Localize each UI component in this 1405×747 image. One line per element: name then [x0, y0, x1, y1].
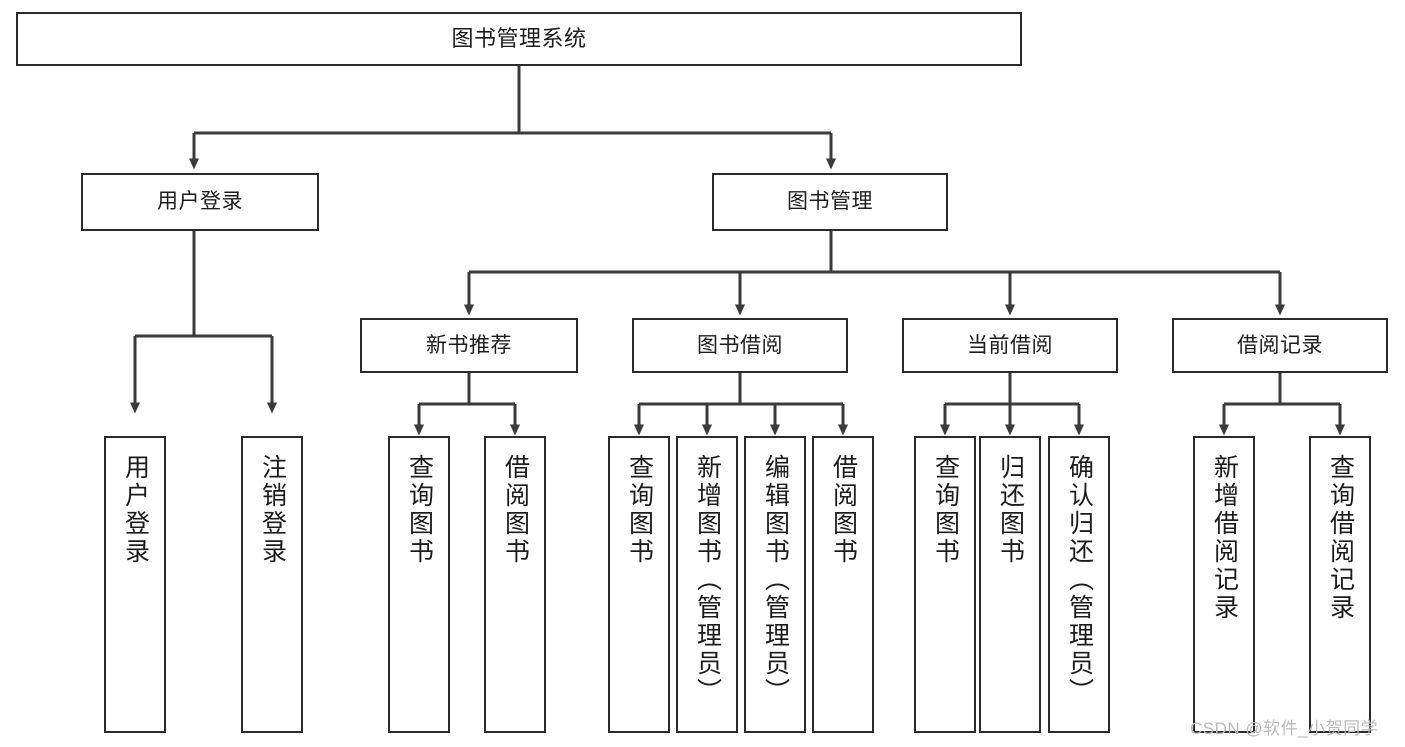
- node-label: 新增图书（管理员）: [693, 454, 722, 706]
- leaf-edit-book[interactable]: 编辑图书（管理员）: [744, 436, 806, 733]
- node-label: 新书推荐: [426, 333, 512, 357]
- node-label: 查询借阅记录: [1326, 454, 1355, 622]
- node-label: 用户登录: [157, 190, 243, 214]
- node-label: 图书管理系统: [451, 25, 587, 51]
- leaf-query-book-recommend[interactable]: 查询图书: [388, 436, 450, 733]
- node-new-book-recommend[interactable]: 新书推荐: [360, 318, 578, 373]
- node-book-borrow[interactable]: 图书借阅: [632, 318, 848, 373]
- node-label: 注销登录: [258, 454, 287, 566]
- node-user-login[interactable]: 用户登录: [81, 173, 319, 231]
- node-root-system[interactable]: 图书管理系统: [16, 12, 1022, 66]
- node-label: 查询图书: [405, 454, 434, 566]
- node-label: 查询图书: [931, 454, 960, 566]
- node-label: 借阅图书: [829, 454, 858, 566]
- node-current-borrow[interactable]: 当前借阅: [902, 318, 1118, 373]
- node-label: 归还图书: [996, 454, 1025, 566]
- node-label: 确认归还（管理员）: [1065, 454, 1094, 706]
- node-label: 借阅图书: [501, 454, 530, 566]
- leaf-add-book[interactable]: 新增图书（管理员）: [676, 436, 738, 733]
- node-label: 新增借阅记录: [1210, 454, 1239, 622]
- csdn-watermark: CSDN @软件_小贺同学: [1190, 719, 1379, 738]
- node-label: 用户登录: [121, 454, 150, 566]
- node-book-manage[interactable]: 图书管理: [712, 173, 948, 231]
- leaf-borrow-book-recommend[interactable]: 借阅图书: [484, 436, 546, 733]
- node-label: 当前借阅: [967, 333, 1053, 357]
- node-label: 图书管理: [787, 190, 873, 214]
- leaf-user-login[interactable]: 用户登录: [104, 436, 166, 733]
- node-label: 借阅记录: [1237, 333, 1323, 357]
- leaf-borrow-book[interactable]: 借阅图书: [812, 436, 874, 733]
- leaf-logout-login[interactable]: 注销登录: [241, 436, 303, 733]
- leaf-query-borrow-record[interactable]: 查询借阅记录: [1309, 436, 1371, 733]
- leaf-add-borrow-record[interactable]: 新增借阅记录: [1193, 436, 1255, 733]
- node-label: 图书借阅: [697, 333, 783, 357]
- leaf-confirm-return[interactable]: 确认归还（管理员）: [1048, 436, 1110, 733]
- leaf-query-book-current[interactable]: 查询图书: [914, 436, 976, 733]
- leaf-return-book[interactable]: 归还图书: [979, 436, 1041, 733]
- node-borrow-record[interactable]: 借阅记录: [1172, 318, 1388, 373]
- node-label: 编辑图书（管理员）: [761, 454, 790, 706]
- leaf-query-book-borrow[interactable]: 查询图书: [608, 436, 670, 733]
- node-label: 查询图书: [625, 454, 654, 566]
